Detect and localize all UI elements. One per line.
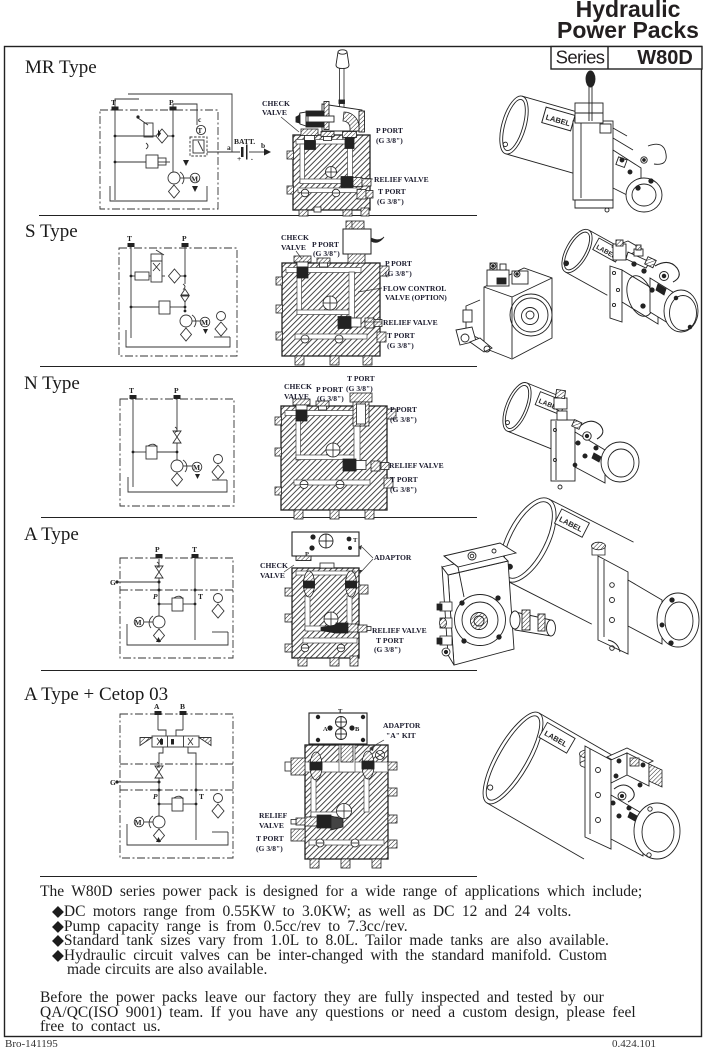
svg-text:RELIEF VALVE: RELIEF VALVE — [374, 175, 429, 184]
svg-text:"A" KIT: "A" KIT — [386, 731, 416, 740]
svg-text:CHECK: CHECK — [260, 561, 288, 570]
svg-text:B: B — [355, 726, 360, 733]
svg-text:P PORT: P PORT — [385, 259, 412, 268]
svg-text:P: P — [174, 386, 179, 395]
svg-text:T: T — [192, 545, 197, 554]
svg-text:VALVE: VALVE — [260, 571, 285, 580]
svg-text:P: P — [153, 592, 158, 601]
svg-text:P PORT: P PORT — [312, 240, 339, 249]
svg-text:(G 3/8"): (G 3/8") — [317, 394, 344, 403]
svg-text:RELIEF VALVE: RELIEF VALVE — [383, 318, 438, 327]
svg-text:CHECK: CHECK — [262, 99, 290, 108]
svg-text:T: T — [199, 792, 204, 801]
svg-text:G: G — [110, 578, 116, 587]
svg-text:T: T — [198, 592, 203, 601]
svg-text:BATT.: BATT. — [234, 137, 255, 146]
svg-text:(G 3/8"): (G 3/8") — [377, 197, 404, 206]
svg-text:M: M — [201, 318, 208, 327]
svg-text:T PORT: T PORT — [378, 187, 406, 196]
svg-text:M: M — [135, 818, 142, 827]
svg-text:M: M — [135, 618, 142, 627]
svg-text:T PORT: T PORT — [256, 834, 284, 843]
svg-text:M: M — [193, 463, 200, 472]
svg-text:P: P — [155, 545, 160, 554]
svg-text:T PORT: T PORT — [376, 636, 404, 645]
svg-text:P PORT: P PORT — [390, 405, 417, 414]
svg-text:.: . — [251, 153, 253, 162]
svg-text:RELIEF: RELIEF — [259, 811, 288, 820]
svg-text:CHECK: CHECK — [281, 233, 309, 242]
svg-text:RELIEF VALVE: RELIEF VALVE — [372, 626, 427, 635]
svg-text:A: A — [323, 726, 328, 733]
svg-text:T PORT: T PORT — [387, 331, 415, 340]
svg-text:P: P — [169, 98, 174, 107]
svg-text:T PORT: T PORT — [347, 374, 375, 383]
svg-text:A: A — [154, 702, 160, 711]
svg-text:T: T — [129, 386, 134, 395]
svg-text:VALVE: VALVE — [284, 392, 309, 401]
svg-text:B: B — [180, 702, 185, 711]
svg-text:c: c — [198, 115, 202, 124]
svg-text:P: P — [182, 234, 187, 243]
svg-text:b: b — [261, 141, 265, 150]
svg-text:+: + — [237, 154, 241, 163]
svg-text:T: T — [338, 708, 343, 715]
svg-text:(G 3/8"): (G 3/8") — [376, 136, 403, 145]
svg-text:P PORT: P PORT — [316, 385, 343, 394]
svg-text:ADAPTOR: ADAPTOR — [374, 553, 412, 562]
svg-text:VALVE: VALVE — [259, 821, 284, 830]
svg-text:FLOW CONTROL: FLOW CONTROL — [383, 284, 446, 293]
svg-text:T: T — [111, 98, 116, 107]
svg-text:P: P — [153, 792, 158, 801]
svg-text:Series: Series — [556, 47, 605, 68]
svg-text:(G 3/8"): (G 3/8") — [390, 415, 417, 424]
svg-text:RELIEF VALVE: RELIEF VALVE — [389, 461, 444, 470]
svg-text:VALVE (OPTION): VALVE (OPTION) — [385, 293, 447, 302]
svg-text:M: M — [191, 175, 198, 184]
svg-text:T PORT: T PORT — [390, 475, 418, 484]
svg-text:P: P — [305, 551, 309, 558]
svg-text:T: T — [127, 234, 132, 243]
svg-text:G: G — [110, 778, 116, 787]
svg-text:(G 3/8"): (G 3/8") — [374, 645, 401, 654]
svg-text:(G 3/8"): (G 3/8") — [313, 249, 340, 258]
svg-text:(G 3/8"): (G 3/8") — [387, 341, 414, 350]
svg-text:VALVE: VALVE — [262, 108, 287, 117]
svg-text:a: a — [227, 143, 231, 152]
svg-text:ADAPTOR: ADAPTOR — [383, 721, 421, 730]
svg-text:(G 3/8"): (G 3/8") — [256, 844, 283, 853]
svg-text:(G 3/8"): (G 3/8") — [385, 269, 412, 278]
svg-text:VALVE: VALVE — [281, 243, 306, 252]
svg-text:T: T — [198, 127, 203, 135]
svg-text:CHECK: CHECK — [284, 382, 312, 391]
svg-text:(G 3/8"): (G 3/8") — [346, 384, 373, 393]
svg-text:T: T — [353, 537, 358, 544]
svg-text:P PORT: P PORT — [376, 126, 403, 135]
svg-text:W80D: W80D — [637, 47, 693, 69]
svg-text:(G 3/8"): (G 3/8") — [390, 485, 417, 494]
